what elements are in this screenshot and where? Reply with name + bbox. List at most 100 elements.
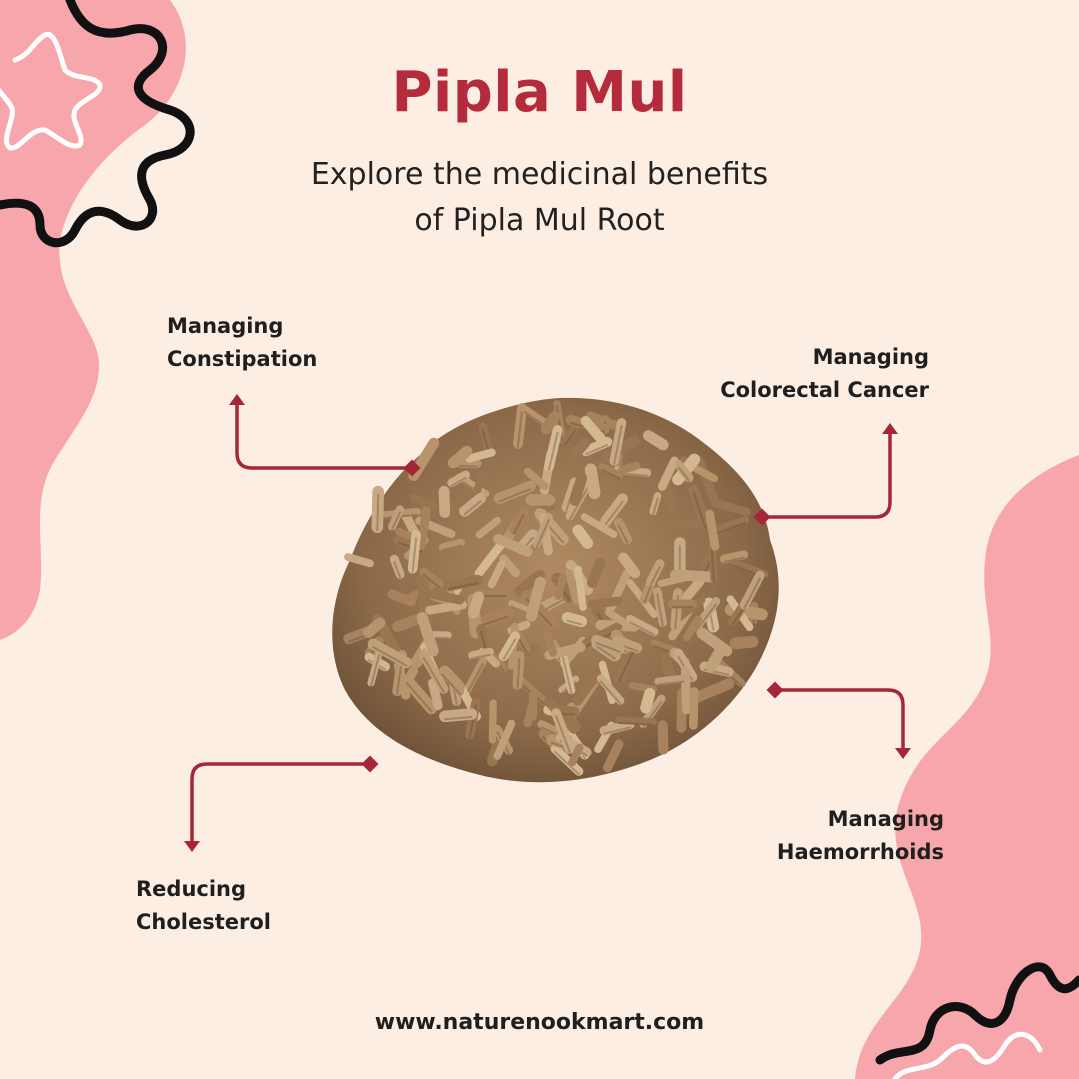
root-piece <box>708 542 718 583</box>
root-piece <box>613 643 639 684</box>
root-piece <box>476 623 491 650</box>
root-piece <box>498 631 521 662</box>
root-piece-shadow <box>695 603 717 631</box>
root-piece <box>614 716 657 726</box>
benefit-haemorrhoids-line-2: Haemorrhoids <box>776 840 944 864</box>
root-piece <box>729 635 759 650</box>
root-piece-shadow <box>443 716 473 721</box>
root-piece <box>443 574 484 592</box>
root-piece <box>465 448 496 463</box>
root-piece <box>438 538 465 552</box>
arrow-colorectal <box>762 430 892 519</box>
root-piece <box>683 615 702 642</box>
root-piece <box>654 674 688 686</box>
root-piece <box>371 485 385 534</box>
root-piece <box>739 570 765 610</box>
top-left-blob <box>0 0 186 640</box>
root-piece <box>690 678 735 704</box>
root-piece <box>719 550 749 564</box>
root-piece <box>591 634 625 655</box>
benefit-haemorrhoids: Managing Haemorrhoids <box>777 803 944 869</box>
root-piece <box>653 587 667 627</box>
root-piece <box>454 458 482 469</box>
root-piece <box>602 739 624 773</box>
root-piece-shadow <box>562 656 573 695</box>
root-piece <box>401 674 438 715</box>
root-piece <box>554 574 567 600</box>
root-piece-shadow <box>448 582 479 590</box>
root-piece <box>598 463 624 480</box>
root-piece <box>707 515 750 537</box>
benefit-haemorrhoids-line-1: Managing <box>827 807 944 831</box>
root-piece-shadow <box>656 593 664 627</box>
root-piece <box>553 400 567 444</box>
benefit-cholesterol-line-1: Reducing <box>136 877 247 901</box>
root-piece <box>599 719 635 736</box>
root-piece <box>596 674 625 705</box>
benefit-colorectal-line-1: Managing <box>812 345 929 369</box>
website-url[interactable]: www.naturenookmart.com <box>374 1010 705 1035</box>
root-piece <box>572 673 600 706</box>
root-piece-shadow <box>643 585 652 604</box>
root-piece <box>613 517 633 545</box>
root-piece <box>643 430 669 451</box>
root-piece <box>561 477 580 513</box>
root-piece-shadow <box>372 646 408 667</box>
root-piece-shadow <box>463 500 482 516</box>
root-piece-shadow <box>535 519 550 549</box>
root-piece <box>640 687 656 714</box>
root-piece <box>584 463 601 500</box>
root-piece <box>660 481 678 513</box>
root-piece <box>471 608 513 630</box>
root-piece <box>674 459 694 483</box>
root-piece-shadow <box>422 656 445 694</box>
root-piece <box>438 667 465 696</box>
root-piece <box>447 445 473 469</box>
root-piece <box>416 612 439 657</box>
root-piece <box>574 565 587 611</box>
root-piece-shadow <box>711 522 746 536</box>
arrowhead-constipation <box>229 394 245 405</box>
root-piece <box>688 484 711 531</box>
root-piece-shadow <box>555 715 571 753</box>
root-piece <box>468 647 494 660</box>
root-piece <box>407 530 421 574</box>
subtitle-line-1: Explore the medicinal benefits <box>310 157 769 192</box>
benefit-colorectal-cancer: Managing Colorectal Cancer <box>720 341 929 407</box>
benefit-constipation-line-2: Constipation <box>167 347 318 371</box>
diamond-haemorrhoids <box>766 681 784 699</box>
root-piece <box>618 552 641 579</box>
root-piece <box>550 744 584 776</box>
right-blob <box>855 455 1079 1079</box>
root-piece-shadow <box>629 621 656 636</box>
root-piece-shadow <box>547 431 559 471</box>
root-piece-shadow <box>516 636 528 653</box>
root-piece <box>580 416 607 444</box>
root-piece <box>625 614 659 637</box>
root-piece <box>493 534 533 557</box>
root-piece-shadow <box>540 726 556 735</box>
top-left-white-star <box>0 31 103 151</box>
root-piece <box>425 600 468 615</box>
root-piece <box>514 569 545 597</box>
subtitle-line-2: of Pipla Mul Root <box>414 203 665 238</box>
root-piece-shadow <box>618 650 635 683</box>
root-piece <box>474 537 508 578</box>
root-piece <box>540 411 561 435</box>
root-piece <box>696 627 733 657</box>
root-piece <box>367 644 384 687</box>
root-piece <box>367 638 412 669</box>
root-piece <box>639 578 656 605</box>
root-piece-shadow <box>480 630 487 649</box>
benefit-cholesterol: Reducing Cholesterol <box>136 873 271 939</box>
root-piece <box>525 576 546 622</box>
root-piece <box>544 424 563 472</box>
diamond-colorectal <box>753 508 771 526</box>
page-subtitle: Explore the medicinal benefits of Pipla … <box>0 152 1079 244</box>
root-piece-shadow <box>393 561 402 579</box>
root-piece <box>424 588 465 605</box>
root-piece <box>459 492 487 517</box>
root-piece <box>447 470 471 488</box>
root-piece <box>559 650 576 695</box>
